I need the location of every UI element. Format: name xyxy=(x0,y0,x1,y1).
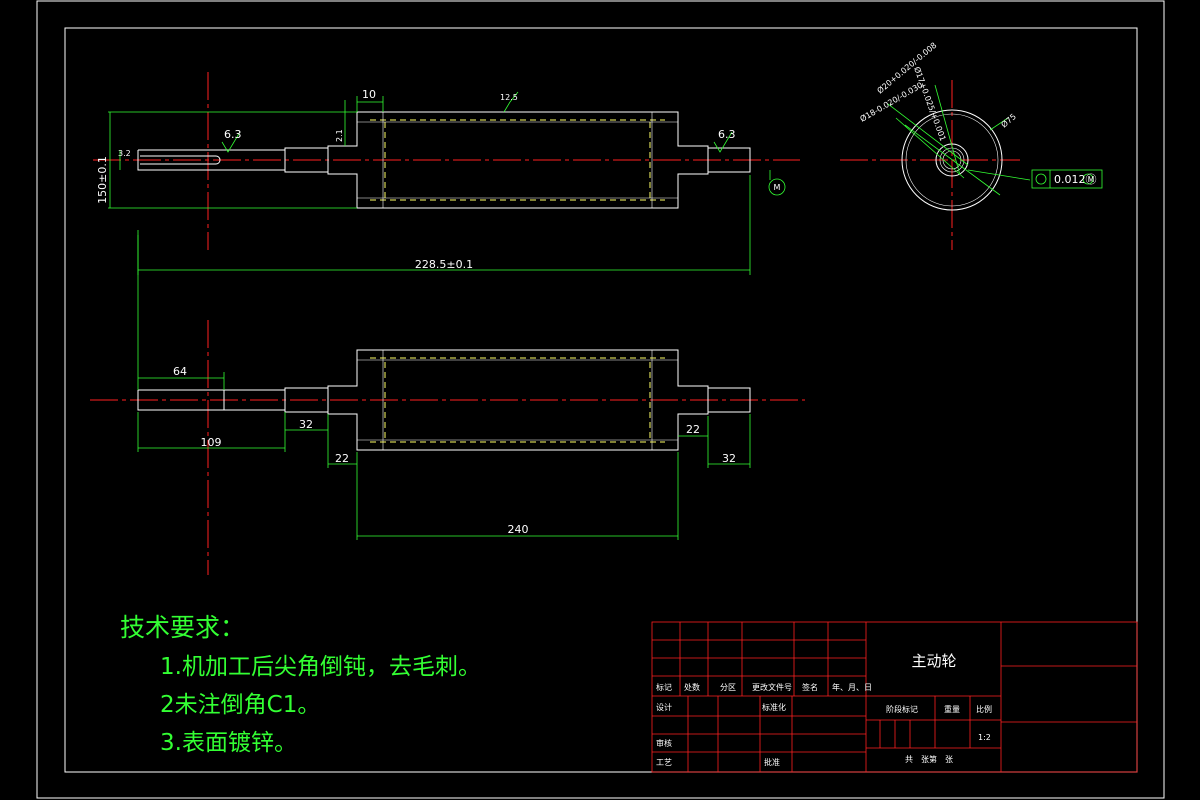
tb-col-change-doc: 更改文件号 xyxy=(752,682,792,692)
dim-roller-length: 240 xyxy=(508,523,529,536)
tb-stage-mark: 阶段标记 xyxy=(886,704,918,714)
dim-keyway-length: 64 xyxy=(173,365,187,378)
dim-left-shaft: 109 xyxy=(201,436,222,449)
notes-item-1: 1.机加工后尖角倒钝，去毛刺。 xyxy=(160,654,481,680)
tb-col-mark: 标记 xyxy=(656,682,672,692)
front-view-dimensions xyxy=(108,91,786,275)
tb-process: 工艺 xyxy=(656,758,672,767)
lower-view xyxy=(90,320,805,575)
technical-notes: 技术要求： 1.机加工后尖角倒钝，去毛刺。 2未注倒角C1。 3.表面镀锌。 xyxy=(120,613,481,756)
datum-symbol: M xyxy=(774,183,781,192)
dim-total-length: 228.5±0.1 xyxy=(415,258,473,271)
dim-roughness-body: 12.5 xyxy=(500,93,518,102)
side-dim-ø75: Ø75 xyxy=(999,111,1018,129)
notes-title: 技术要求： xyxy=(120,613,245,642)
tb-ratio: 比例 xyxy=(976,704,992,714)
notes-item-2: 2未注倒角C1。 xyxy=(160,692,320,718)
tb-col-date: 年、月、日 xyxy=(832,682,872,692)
notes-item-3: 3.表面镀锌。 xyxy=(160,730,297,756)
tb-col-signature: 签名 xyxy=(802,682,818,692)
dim-collar-left: 22 xyxy=(335,452,349,465)
tb-design: 设计 xyxy=(656,702,672,712)
dim-roughness-left: 6.3 xyxy=(224,128,242,141)
side-dim-ø17: Ø17+0.025/+0.001 xyxy=(912,65,948,142)
title-block xyxy=(651,621,1138,773)
dim-shoulder-width: 10 xyxy=(362,88,376,101)
front-view-dimension-labels: 150±0.1 3.2 6.3 6.3 12.5 10 2.1 228.5±0.… xyxy=(96,88,781,271)
tb-scale-value: 1:2 xyxy=(978,733,991,742)
front-view xyxy=(93,72,800,250)
dim-roughness-right: 6.3 xyxy=(718,128,736,141)
lower-view-dimension-labels: 64 109 32 22 22 32 240 xyxy=(173,365,736,536)
tb-standardization: 标准化 xyxy=(762,702,786,712)
tb-approve: 批准 xyxy=(764,757,780,767)
side-view: Ø75 Ø17+0.025/+0.001 Ø20+0.020/-0.008 Ø1… xyxy=(840,40,1103,250)
tb-sheets: 共 张第 张 xyxy=(905,754,953,764)
tb-review: 审核 xyxy=(656,738,672,748)
dim-shaft-end: 3.2 xyxy=(118,149,131,158)
dim-step-left: 32 xyxy=(299,418,313,431)
dim-collar-right: 22 xyxy=(686,423,700,436)
dim-total-height: 150±0.1 xyxy=(96,156,109,204)
dim-right-shaft: 32 xyxy=(722,452,736,465)
lower-view-dimensions xyxy=(137,235,751,540)
tb-weight: 重量 xyxy=(944,704,960,714)
inner-frame xyxy=(64,27,1138,773)
outer-frame xyxy=(36,0,1165,799)
tb-col-count: 处数 xyxy=(684,682,700,692)
title-block-text: 主动轮 标记 处数 分区 更改文件号 签名 年、月、日 设计 标准化 阶段标记 … xyxy=(656,652,992,767)
part-name: 主动轮 xyxy=(911,652,956,670)
tb-col-zone: 分区 xyxy=(720,683,736,692)
tolerance-frame-value: 0.012Ⓜ xyxy=(1054,173,1097,186)
dim-shoulder-step: 2.1 xyxy=(335,129,344,142)
